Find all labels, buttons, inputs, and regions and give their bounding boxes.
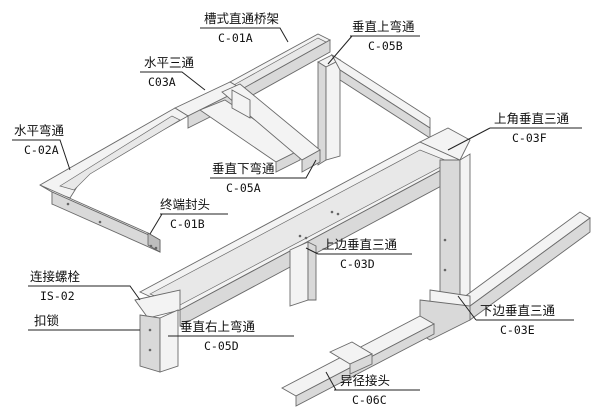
leader-lines: [12, 27, 582, 391]
label-end-cap-code: C-01B: [170, 217, 205, 231]
label-end-cap-name: 终端封头: [160, 197, 210, 212]
label-connecting-bolt-name: 连接螺栓: [30, 269, 81, 284]
label-connecting-bolt-code: IS-02: [40, 289, 75, 303]
label-vertical-right-up-bend-name: 垂直右上弯通: [180, 319, 256, 334]
label-horizontal-bend-code: C-02A: [24, 143, 59, 157]
label-horizontal-tee-name: 水平三通: [144, 55, 195, 70]
tray-vertical-up-bend: [317, 53, 431, 166]
tray-left-straight: [39, 184, 161, 253]
label-upper-side-tee-name: 上边垂直三通: [322, 237, 398, 252]
label-vertical-down-bend-name: 垂直下弯通: [212, 161, 275, 176]
label-vertical-down-bend-code: C-05A: [226, 181, 261, 195]
label-upper-corner-tee-name: 上角垂直三通: [494, 111, 570, 126]
tray-vertical-drop: [289, 241, 317, 307]
tray-main-straight: [138, 141, 462, 327]
label-vertical-up-bend-name: 垂直上弯通: [352, 19, 415, 34]
label-lower-side-tee-code: C-03E: [500, 323, 535, 337]
label-trough-bridge-code: C-01A: [218, 31, 253, 45]
tray-reducer-joint: [281, 315, 435, 407]
label-reducer-joint-name: 异径接头: [340, 373, 390, 388]
tray-upper-corner-tee: [418, 127, 471, 301]
tray-straight-top: [229, 33, 331, 102]
label-horizontal-bend-name: 水平弯通: [14, 123, 65, 138]
bolt-dots: [66, 202, 447, 352]
label-vertical-right-up-bend-code: C-05D: [204, 339, 239, 353]
tray-vertical-right-up-bend: [134, 289, 181, 373]
label-lock-buckle-name: 扣锁: [34, 313, 60, 328]
tray-vertical-down-bend: [221, 83, 321, 173]
label-vertical-up-bend-code: C-05B: [368, 39, 403, 53]
label-reducer-joint-code: C-06C: [352, 393, 387, 407]
label-upper-side-tee-code: C-03D: [340, 257, 375, 271]
label-horizontal-tee-code: C03A: [148, 75, 176, 89]
label-upper-corner-tee-code: C-03F: [512, 131, 547, 145]
tray-assembly: [39, 33, 591, 407]
label-lower-side-tee-name: 下边垂直三通: [480, 303, 556, 318]
labels: 槽式直通桥架 C-01A 水平三通 C03A 垂直上弯通 C-05B 水平弯通 …: [14, 11, 570, 407]
label-trough-bridge-name: 槽式直通桥架: [204, 11, 279, 26]
